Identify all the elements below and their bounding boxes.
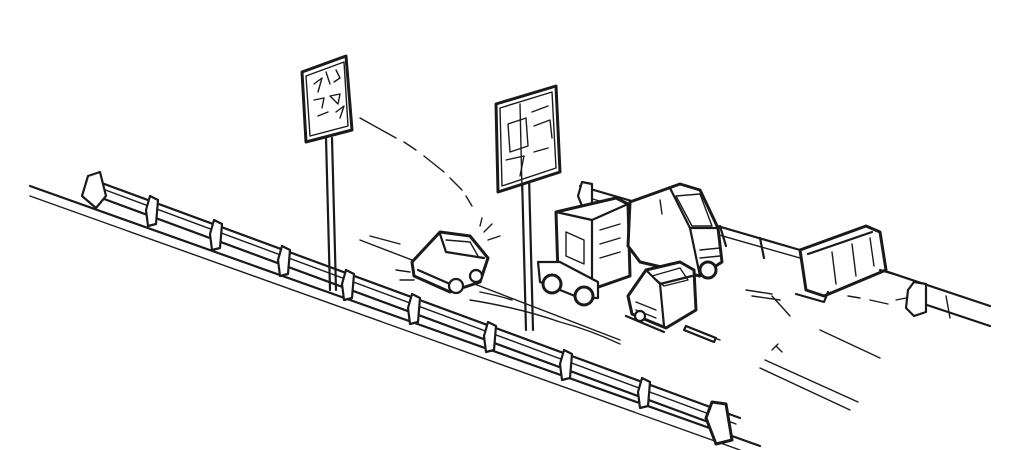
- truck-wheel: [573, 285, 595, 307]
- van-wheel: [698, 260, 718, 280]
- delivery-van: [626, 182, 724, 280]
- crashed-car: [395, 217, 501, 295]
- debris-fleck: [847, 295, 907, 305]
- box-truck: [536, 196, 632, 307]
- far-guardrail-posts: [718, 224, 766, 260]
- car-windshield: [445, 239, 479, 257]
- guardrail-end-cap: [80, 170, 108, 210]
- road-sign-left: [300, 54, 354, 292]
- barrier-top-edge: [806, 230, 874, 256]
- near-guardrail: [80, 170, 742, 446]
- pickup-bumper: [624, 314, 666, 334]
- lane-dash: [764, 359, 859, 403]
- van-windshield: [675, 193, 713, 227]
- sign-pole: [520, 174, 528, 332]
- lane-dash: [759, 367, 851, 411]
- car-wheel: [468, 268, 484, 284]
- truck-cab-window: [565, 231, 585, 265]
- sign-pole: [324, 136, 332, 292]
- right-rail-top: [880, 268, 992, 308]
- road-edge-line-inner: [29, 195, 741, 450]
- truck-wheel: [541, 273, 563, 295]
- impact-trajectory-dashes: [359, 117, 473, 207]
- pickup-windshield: [651, 267, 689, 287]
- skid-mark: [469, 299, 621, 345]
- barrier-panel-lines: [831, 237, 875, 285]
- shoulder-line: [359, 239, 621, 341]
- debris-fleck: [771, 343, 783, 353]
- van-icon: [626, 182, 724, 278]
- right-rail-post: [945, 295, 951, 319]
- far-guardrail-cap: [576, 180, 594, 208]
- concrete-barrier: [794, 224, 896, 304]
- road-sign-center: [494, 84, 562, 332]
- pickup-car: [624, 260, 698, 334]
- road-debris: [771, 295, 791, 317]
- car-debris: [395, 269, 415, 281]
- impact-burst: [479, 217, 501, 241]
- barrier-foot: [794, 290, 830, 304]
- truck-panel-lines: [599, 223, 621, 259]
- shoulder-tick: [369, 235, 401, 245]
- van-grille: [699, 247, 721, 259]
- barrier-foot-right: [878, 268, 896, 276]
- guardrail-posts: [144, 194, 734, 446]
- lane-dash: [819, 329, 881, 359]
- car-wheel: [447, 277, 465, 295]
- road-debris: [682, 324, 718, 344]
- barrier-body: [798, 224, 888, 298]
- skid-mark: [479, 291, 513, 301]
- right-rail-cap: [904, 280, 928, 318]
